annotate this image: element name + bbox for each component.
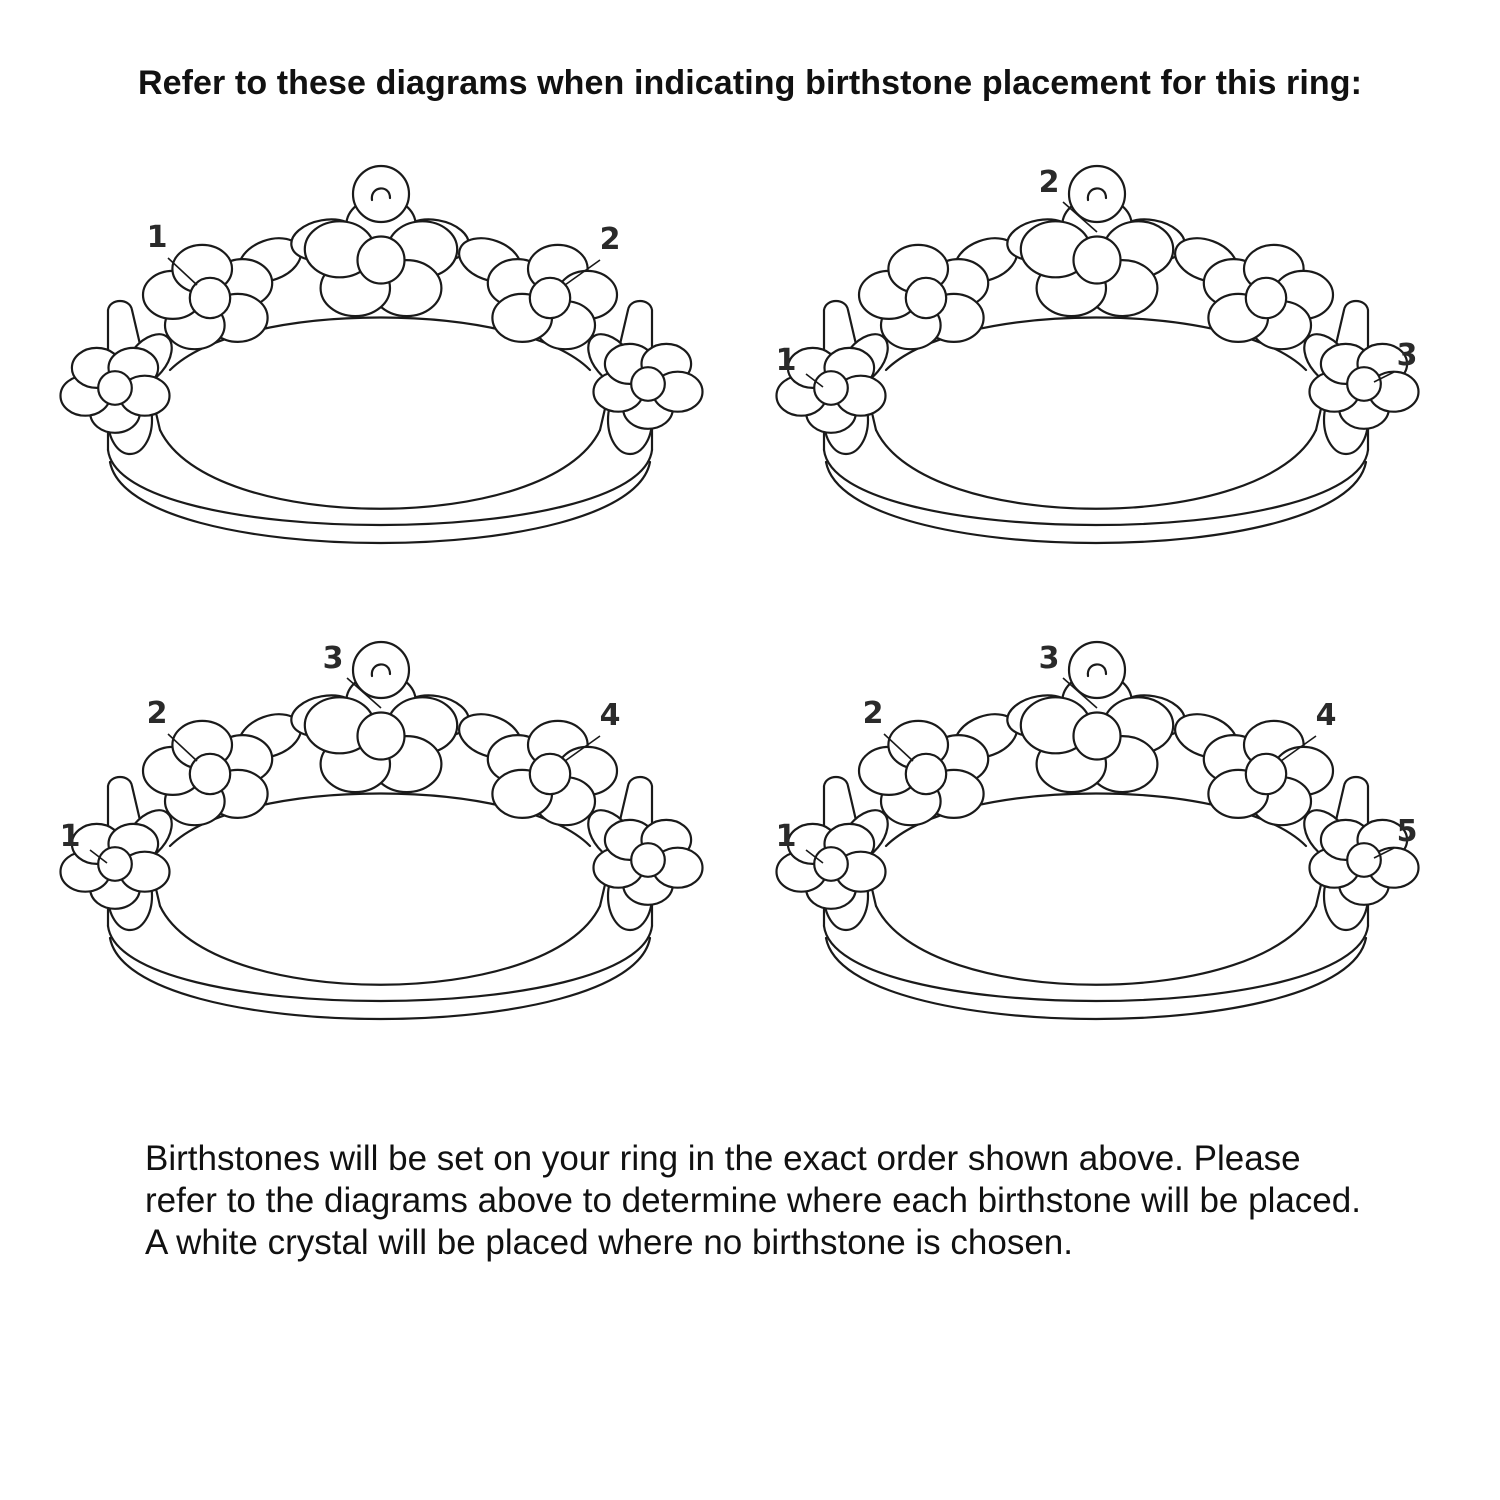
leader-line-left-outer bbox=[805, 373, 824, 388]
leader-line-right-outer bbox=[1373, 847, 1395, 859]
ring-diagram-four-stone-svg: 1 2 3 4 bbox=[59, 640, 704, 1020]
stone-position-label: 4 bbox=[600, 698, 621, 733]
placement-instructions: Birthstones will be set on your ring in … bbox=[145, 1139, 1361, 1262]
leader-line-center bbox=[346, 677, 382, 709]
stone-position-label: 2 bbox=[600, 222, 621, 257]
leader-line-right-inner bbox=[564, 735, 601, 762]
stone-position-label: 5 bbox=[1397, 814, 1418, 849]
leader-line-left-outer bbox=[89, 849, 108, 864]
stone-position-label: 3 bbox=[1397, 338, 1418, 373]
ring-diagram-five-stone: 1 2 3 4 5 bbox=[775, 626, 1420, 1066]
leader-line-left-inner bbox=[883, 733, 914, 762]
ring-outline bbox=[775, 164, 1420, 544]
ring-outline bbox=[59, 164, 704, 544]
leader-line-left-inner bbox=[167, 733, 198, 762]
stone-position-label: 1 bbox=[776, 343, 797, 378]
ring-diagram-four-stone: 1 2 3 4 bbox=[59, 626, 704, 1066]
leader-line-left-inner bbox=[167, 257, 198, 286]
leader-line-center bbox=[1062, 201, 1098, 233]
ring-diagram-three-stone: 1 2 3 bbox=[775, 150, 1420, 590]
leader-line-right-outer bbox=[1373, 371, 1395, 383]
stone-position-label: 2 bbox=[863, 696, 884, 731]
stone-position-label: 1 bbox=[147, 220, 168, 255]
ring-diagram-five-stone-svg: 1 2 3 4 5 bbox=[775, 640, 1420, 1020]
stone-position-label: 1 bbox=[60, 819, 81, 854]
stone-position-label: 4 bbox=[1316, 698, 1337, 733]
ring-outline bbox=[59, 640, 704, 1020]
stone-position-label: 2 bbox=[147, 696, 168, 731]
leader-line-right-inner bbox=[564, 259, 601, 286]
leader-line-right-inner bbox=[1280, 735, 1317, 762]
leader-line-left-outer bbox=[805, 849, 824, 864]
leader-line-center bbox=[1062, 677, 1098, 709]
stone-position-label: 3 bbox=[1039, 641, 1060, 676]
stone-position-label: 1 bbox=[776, 819, 797, 854]
stone-position-label: 2 bbox=[1039, 165, 1060, 200]
stone-position-label: 3 bbox=[323, 641, 344, 676]
ring-diagram-three-stone-svg: 1 2 3 bbox=[775, 164, 1420, 544]
page-title: Refer to these diagrams when indicating … bbox=[137, 64, 1363, 102]
